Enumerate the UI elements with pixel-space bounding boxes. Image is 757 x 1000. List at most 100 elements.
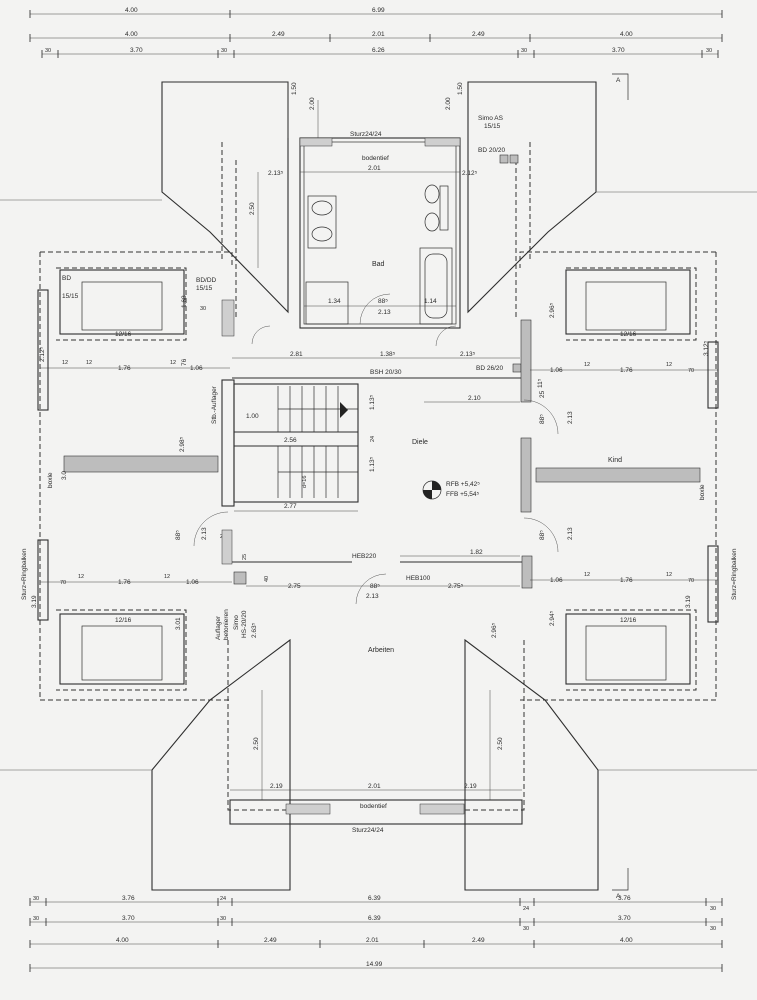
dim-label: 3.0 (61, 471, 68, 480)
ceiling-opening-label: BD (62, 275, 71, 282)
dim-label: 12 (170, 360, 176, 366)
room-label-bad: Bad (372, 261, 385, 268)
section-marker-top: A (612, 73, 629, 100)
dim-label: 70 (60, 580, 66, 586)
beam-label: 12/16 (115, 617, 132, 624)
dim-label: 30 (710, 926, 716, 932)
dim-label: 1.06 (186, 579, 199, 586)
dim-label: 1.06 (190, 365, 203, 372)
dim-label: 12 (86, 360, 92, 366)
dim-label: 76 (181, 358, 188, 366)
dim-label: 2.49 (472, 937, 485, 944)
beam-label: BSH 20/30 (370, 369, 402, 376)
dim-label: 4.00 (125, 31, 138, 38)
dim-label: 88⁵ (378, 298, 388, 305)
dim-label: 12 (164, 574, 170, 580)
dim-label: 2.63⁵ (251, 622, 258, 638)
dim-label: 30 (200, 306, 206, 312)
dim-label: 2.00 (309, 97, 316, 110)
dim-label: 12 (78, 574, 84, 580)
dim-label: 4.00 (620, 31, 633, 38)
dim-label: 3.70 (122, 915, 135, 922)
stair-direction-arrow (340, 402, 348, 418)
bsh-beam: BSH 20/30 BD 26/20 (232, 319, 532, 403)
beam-label: 12/16 (620, 617, 637, 624)
dim-label: 2.13 (201, 527, 208, 540)
dim-label: 30 (706, 48, 712, 54)
dim-label: 2.13 (567, 527, 574, 540)
dim-label: 1.82 (470, 549, 483, 556)
stair-depth-label: d=16 (302, 476, 308, 488)
section-mark-label: A (616, 893, 621, 900)
dim-label: 70 (688, 578, 694, 584)
dim-label: 2.75⁵ (448, 583, 464, 590)
dim-label: 6.39 (368, 895, 381, 902)
dim-label: 88⁵ (539, 414, 546, 424)
dim-label: 2.96⁵ (549, 302, 556, 318)
dim-label: 1.38⁵ (380, 351, 396, 358)
lower-dims: 70 12 1.76 12 1.06 3.19 3.01 40 2.75 88⁵… (31, 572, 718, 640)
dim-label: 2.56 (284, 437, 297, 444)
dim-label: 1.76 (620, 367, 633, 374)
dim-label: 14.99 (366, 961, 383, 968)
dim-label: 2.50 (497, 737, 504, 750)
dim-label: 12 (584, 362, 590, 368)
dim-label: 88⁵ (370, 583, 380, 590)
dim-label: 1.34 (328, 298, 341, 305)
room-label-kind: Kind (608, 457, 622, 464)
dim-label: 2.49 (272, 31, 285, 38)
ring-beam-label: Sturz=Ringbalken (731, 548, 738, 600)
dim-label: 2.13 (378, 309, 391, 316)
dim-label: 2.50 (249, 202, 256, 215)
room-kind: Kind Sturz=Ringbalken boxle (535, 341, 738, 623)
chimney-size-label: 15/15 (484, 123, 501, 130)
dim-label: 2.98⁵ (179, 436, 186, 452)
staircase: Stb.-Auflager 1.00 2.56 2.77 1.13⁵ 1.13⁵… (211, 379, 376, 512)
chimney-label: Simo AS (478, 115, 504, 122)
dim-label: 2.94⁵ (549, 610, 556, 626)
lintel-label: Sturz24/24 (352, 827, 384, 834)
ceiling-opening-size: 15/15 (196, 285, 213, 292)
finished-floor-level: FFB +5,54⁵ (446, 491, 480, 498)
beam-label: 12/16 (620, 331, 637, 338)
dim-label: 25 (539, 390, 546, 398)
dim-label: 2.49 (264, 937, 277, 944)
dim-label: 24 (523, 906, 529, 912)
room-arbeiten: Arbeiten 2.50 2.50 2.19 2.01 2.19 bodent… (229, 647, 523, 834)
dim-label: 1.76 (118, 579, 131, 586)
dim-label: 2.12⁵ (462, 170, 478, 177)
dim-label: 2.12⁵ (39, 346, 46, 362)
dim-label: 1.50 (457, 82, 464, 95)
stair-treads-bottom (277, 446, 358, 498)
room-label-diele: Diele (412, 439, 428, 446)
dim-label: 2.13 (567, 411, 574, 424)
dim-label: 2.77 (284, 503, 297, 510)
support-label: Auflager (215, 615, 222, 640)
dim-label: 12 (584, 572, 590, 578)
dim-label: 3.01 (175, 617, 182, 630)
dim-label: 6.99 (372, 7, 385, 14)
dim-label: 2.13⁵ (460, 351, 476, 358)
dim-label: 12 (62, 360, 68, 366)
raw-floor-level: RFB +5,42⁵ (446, 481, 480, 488)
dim-label: 30 (33, 916, 39, 922)
dim-label: 30 (33, 896, 39, 902)
dim-label: 2.96⁵ (491, 622, 498, 638)
dim-label: 2.75 (288, 583, 301, 590)
dim-label: 6.26 (372, 47, 385, 54)
dim-label: 1.68 (181, 295, 188, 308)
dim-label: 2.19 (270, 783, 283, 790)
chimney-size-label: HS-20/20 (241, 610, 248, 638)
section-mark-label: A (616, 77, 621, 84)
dim-label: 24 (370, 436, 376, 442)
room-label-arbeiten: Arbeiten (368, 647, 394, 654)
dim-label: 30 (710, 906, 716, 912)
dim-label: 70 (688, 368, 694, 374)
room-bad: 2.13⁵ 2.01 2.12⁵ 2.50 1.50 2.00 2.00 1.5… (249, 82, 519, 329)
dim-label: 30 (523, 926, 529, 932)
dim-label: 2.49 (472, 31, 485, 38)
room-right-upper: 12/16 2.96⁵ 3.12⁵ 1.06 12 1.76 12 70 (530, 269, 718, 374)
dim-label: 12 (666, 362, 672, 368)
dim-label: 1.76 (620, 577, 633, 584)
